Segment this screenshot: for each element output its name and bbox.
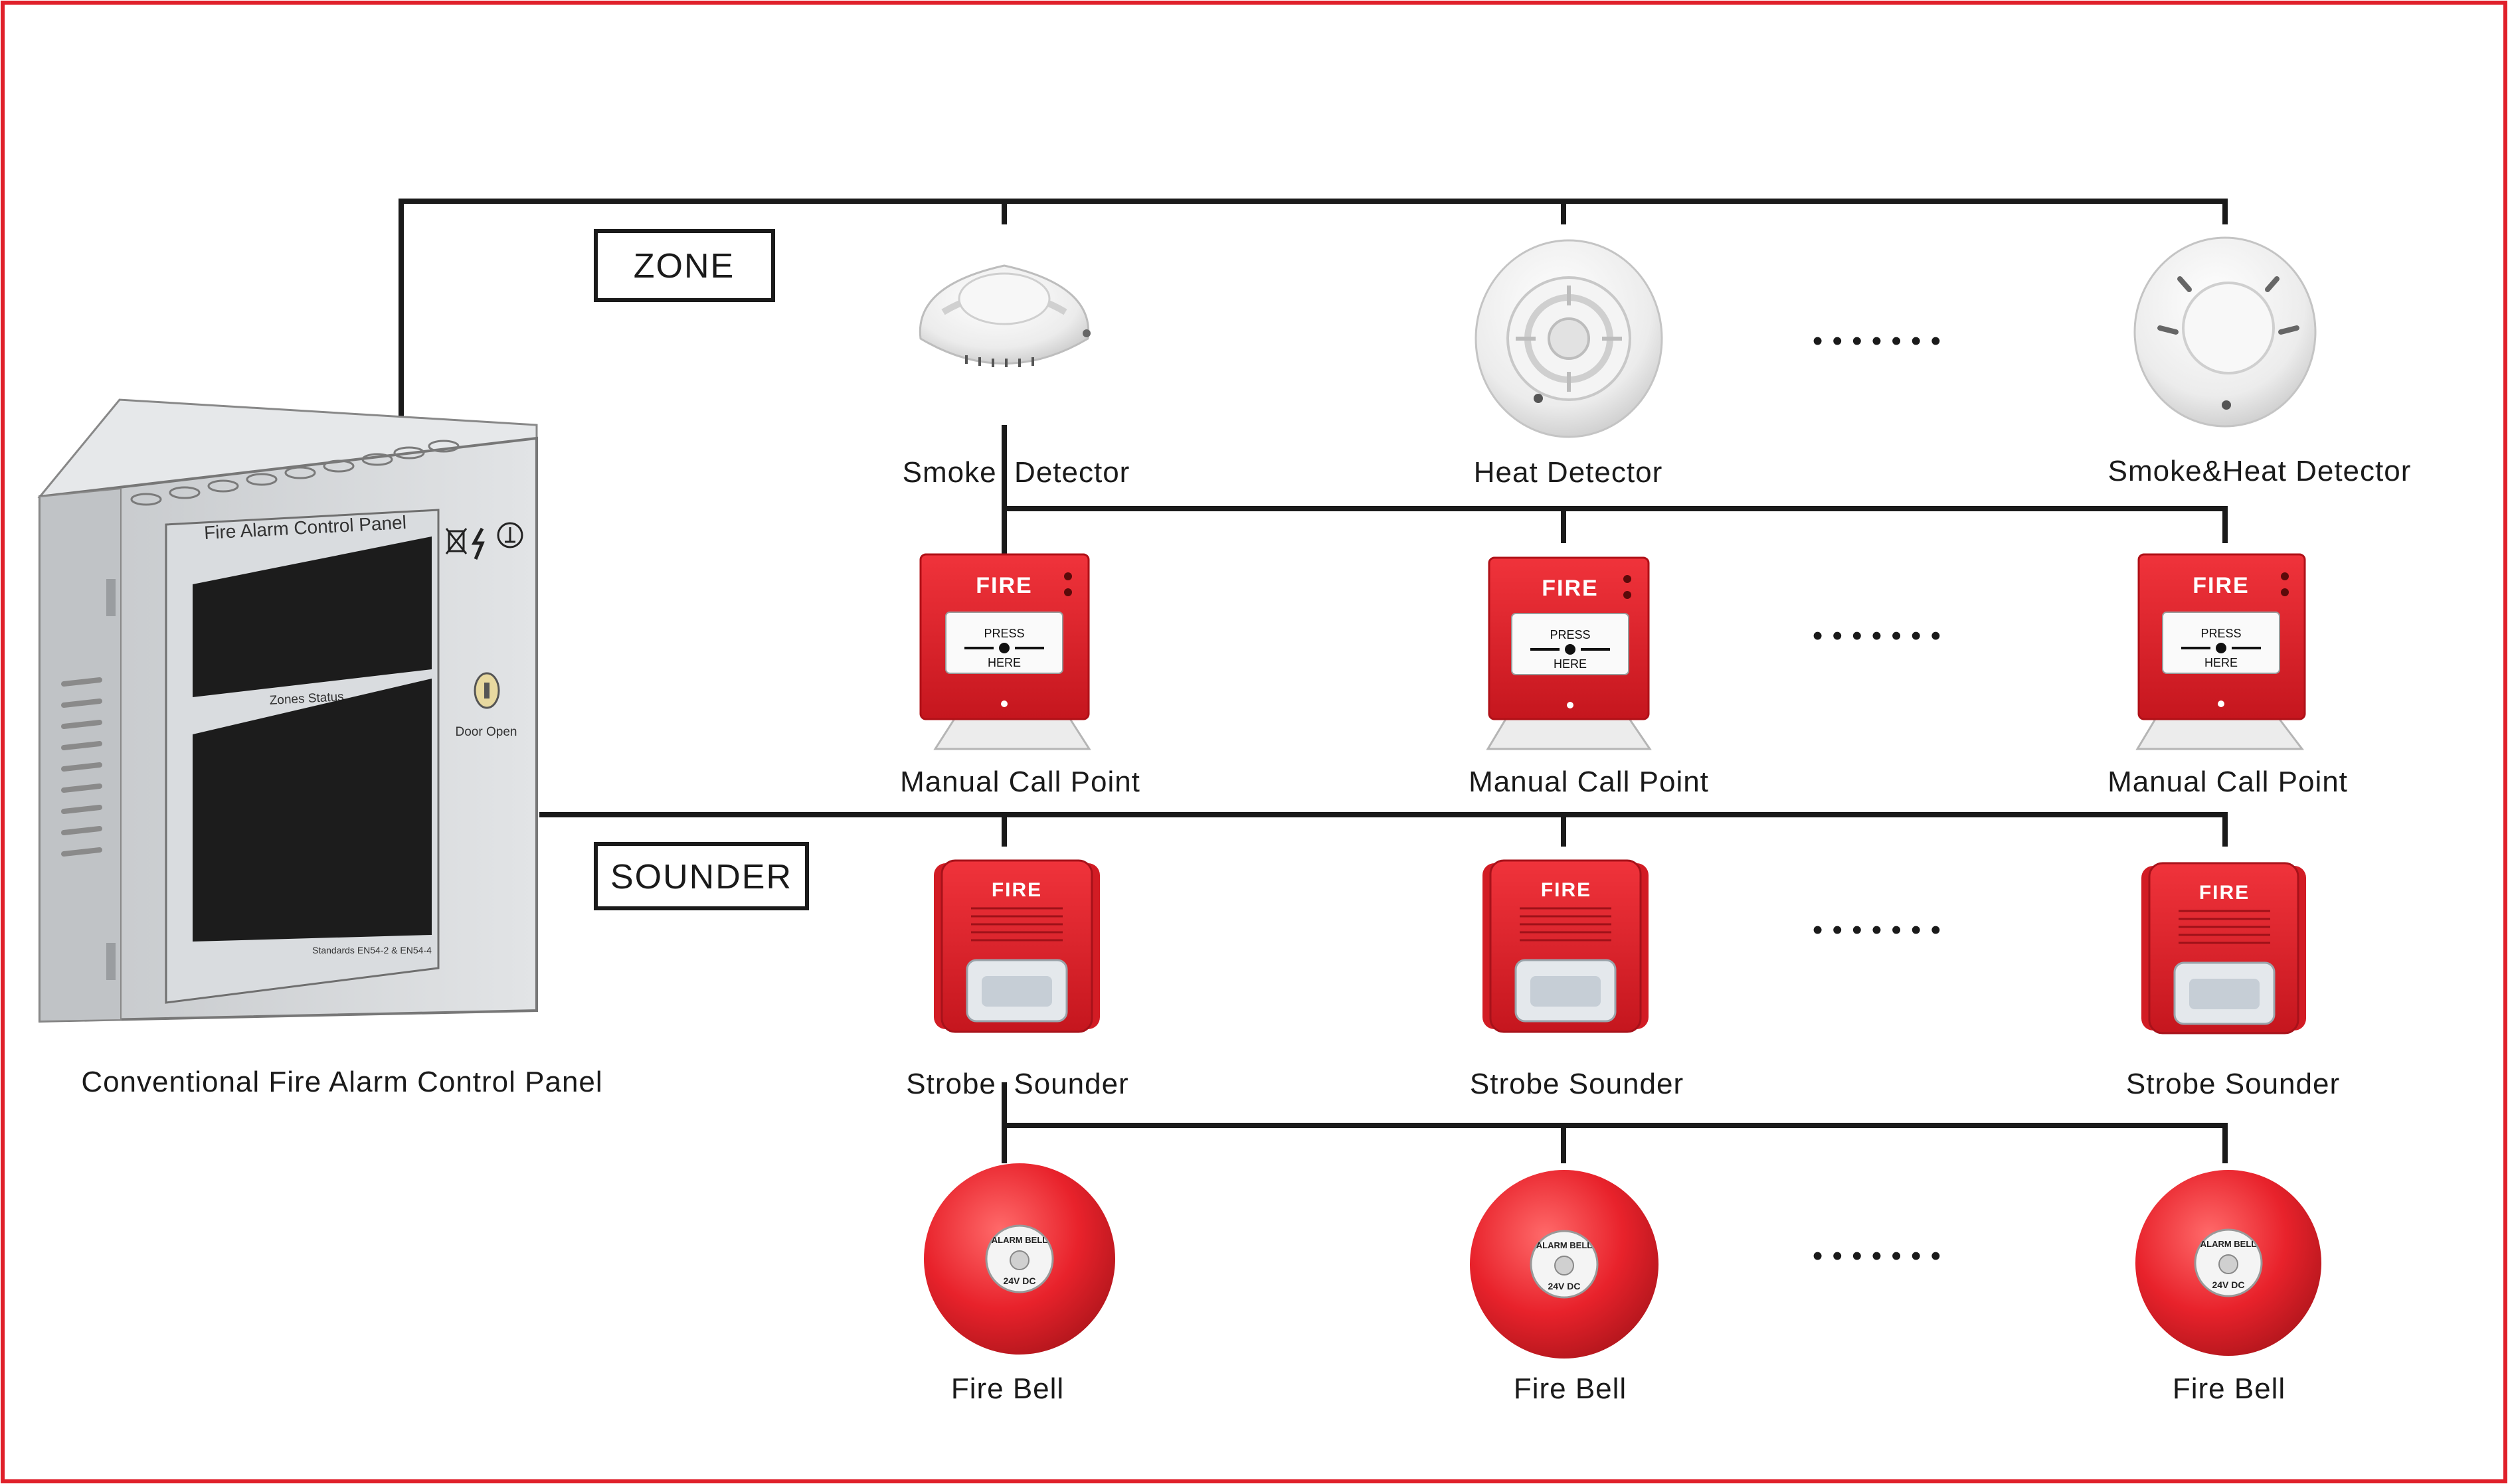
bell-label-3: Fire Bell (2173, 1372, 2285, 1405)
strobe-sounder-icon-1: FIRE (934, 859, 1100, 1033)
panel-door-open: Door Open (456, 725, 517, 739)
sounder-label-2: Strobe Sounder (1470, 1068, 1684, 1100)
fire-bell-icon-1: ALARM BELL 24V DC (924, 1163, 1115, 1355)
sounder-fire-text: FIRE (992, 879, 1042, 901)
manual-call-point-icon-2: FIRE PRESS HERE (1486, 556, 1652, 750)
call-point-label-2: Manual Call Point (1469, 766, 1709, 798)
bell-label-2: Fire Bell (1514, 1372, 1627, 1405)
call-point-here-text: HERE (988, 656, 1021, 669)
wiring (399, 199, 2228, 1163)
sounder-label-3: Strobe Sounder (2126, 1068, 2340, 1100)
sounder-fire-text: FIRE (1541, 879, 1591, 901)
manual-call-point-icon-3: FIRE PRESS HERE (2135, 553, 2306, 750)
panel-standards: Standards EN54-2 & EN54-4 (312, 945, 432, 955)
detector-label-2: Heat Detector (1474, 456, 1662, 489)
sounder-fire-text: FIRE (2199, 882, 2250, 904)
call-point-press-text: PRESS (1550, 628, 1590, 641)
call-point-fire-text: FIRE (2193, 573, 2249, 598)
manual-call-point-icon-1: FIRE PRESS HERE (919, 553, 1091, 750)
bell-label-1: Fire Bell (951, 1372, 1064, 1405)
sounder-label: SOUNDER (610, 858, 792, 896)
fire-bell-icon-2: ALARM BELL 24V DC (1470, 1170, 1658, 1359)
detector-label-1: Smoke Detector (903, 456, 1130, 489)
call-point-here-text: HERE (2204, 656, 2238, 669)
call-point-label-3: Manual Call Point (2107, 766, 2348, 798)
sounder-label-1: Strobe Sounder (906, 1068, 1128, 1100)
fire-bell-icon-3: ALARM BELL 24V DC (2135, 1170, 2321, 1356)
control-panel-caption: Conventional Fire Alarm Control Panel (81, 1066, 602, 1098)
strobe-sounder-icon-3: FIRE (2141, 862, 2306, 1034)
bell-bottom-text: 24V DC (1003, 1276, 1035, 1286)
strobe-sounder-icon-2: FIRE (1482, 859, 1649, 1033)
call-point-fire-text: FIRE (976, 573, 1032, 598)
call-point-press-text: PRESS (984, 627, 1024, 640)
zone-label: ZONE (634, 247, 735, 286)
sounder-row-ellipsis: • • • • • • • (1813, 914, 1941, 946)
smoke-detector-icon (919, 264, 1091, 367)
sounder-label-box: SOUNDER (594, 842, 809, 910)
call-point-press-text: PRESS (2200, 627, 2241, 640)
detector-row-ellipsis: • • • • • • • (1813, 325, 1941, 357)
smoke-heat-detector-icon (2133, 236, 2317, 428)
bell-top-text: ALARM BELL (2200, 1239, 2257, 1249)
panel-warning-symbols (445, 522, 523, 560)
zone-label-box: ZONE (594, 229, 775, 302)
detector-label-3: Smoke&Heat Detector (2108, 455, 2412, 487)
bell-row-ellipsis: • • • • • • • (1813, 1240, 1941, 1272)
bell-bottom-text: 24V DC (1548, 1281, 1580, 1291)
call-point-row-ellipsis: • • • • • • • (1813, 619, 1941, 652)
bell-top-text: ALARM BELL (1536, 1240, 1593, 1250)
panel-vents (61, 677, 102, 857)
heat-detector-icon (1475, 239, 1663, 438)
bell-top-text: ALARM BELL (992, 1235, 1048, 1245)
panel-knockouts (130, 440, 460, 506)
call-point-here-text: HERE (1554, 657, 1587, 671)
bell-bottom-text: 24V DC (2212, 1279, 2244, 1290)
call-point-fire-text: FIRE (1542, 576, 1598, 601)
control-panel: Fire Alarm Control Panel Zones Status St… (37, 398, 538, 1023)
call-point-label-1: Manual Call Point (900, 766, 1140, 798)
door-lock-icon[interactable] (474, 672, 500, 709)
